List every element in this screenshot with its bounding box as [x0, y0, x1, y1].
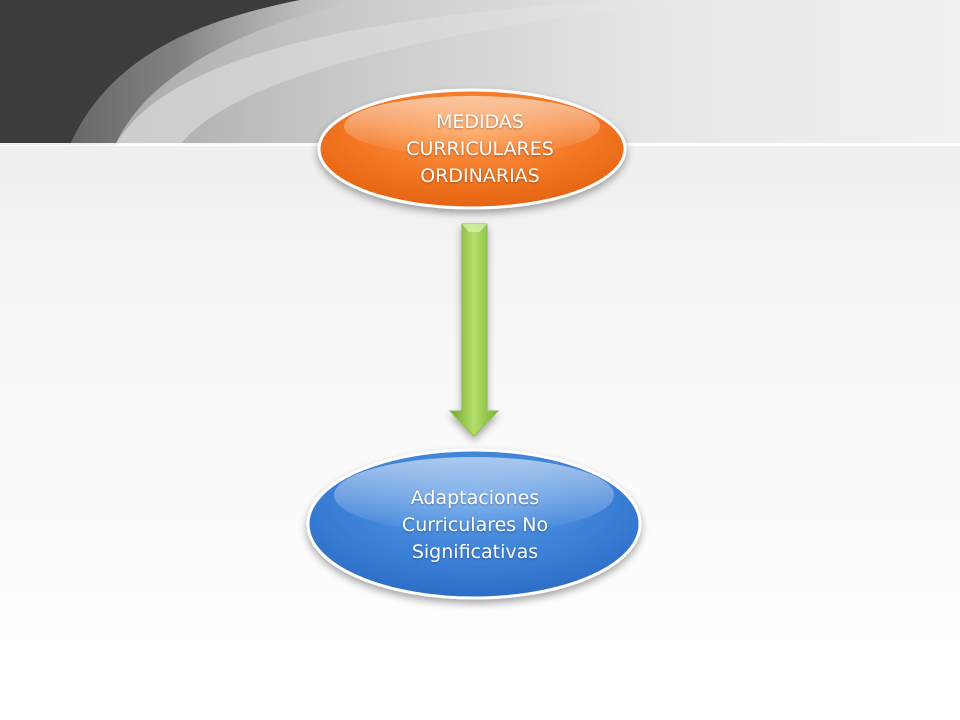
bottom-node-line-1: Adaptaciones — [410, 486, 540, 509]
top-node-line-1: MEDIDAS — [436, 110, 524, 133]
bottom-node-line-2: Curriculares No — [401, 513, 549, 536]
bottom-node — [306, 448, 642, 600]
top-node — [317, 88, 627, 210]
top-node-label: MEDIDAS CURRICULARES ORDINARIAS — [315, 90, 645, 208]
bottom-node-line-3: Significativas — [411, 540, 539, 563]
bottom-node-label: Adaptaciones Curriculares No Significati… — [305, 452, 645, 598]
arrow-down — [448, 223, 500, 437]
top-node-line-3: ORDINARIAS — [420, 164, 540, 187]
top-node-line-2: CURRICULARES — [406, 137, 554, 160]
